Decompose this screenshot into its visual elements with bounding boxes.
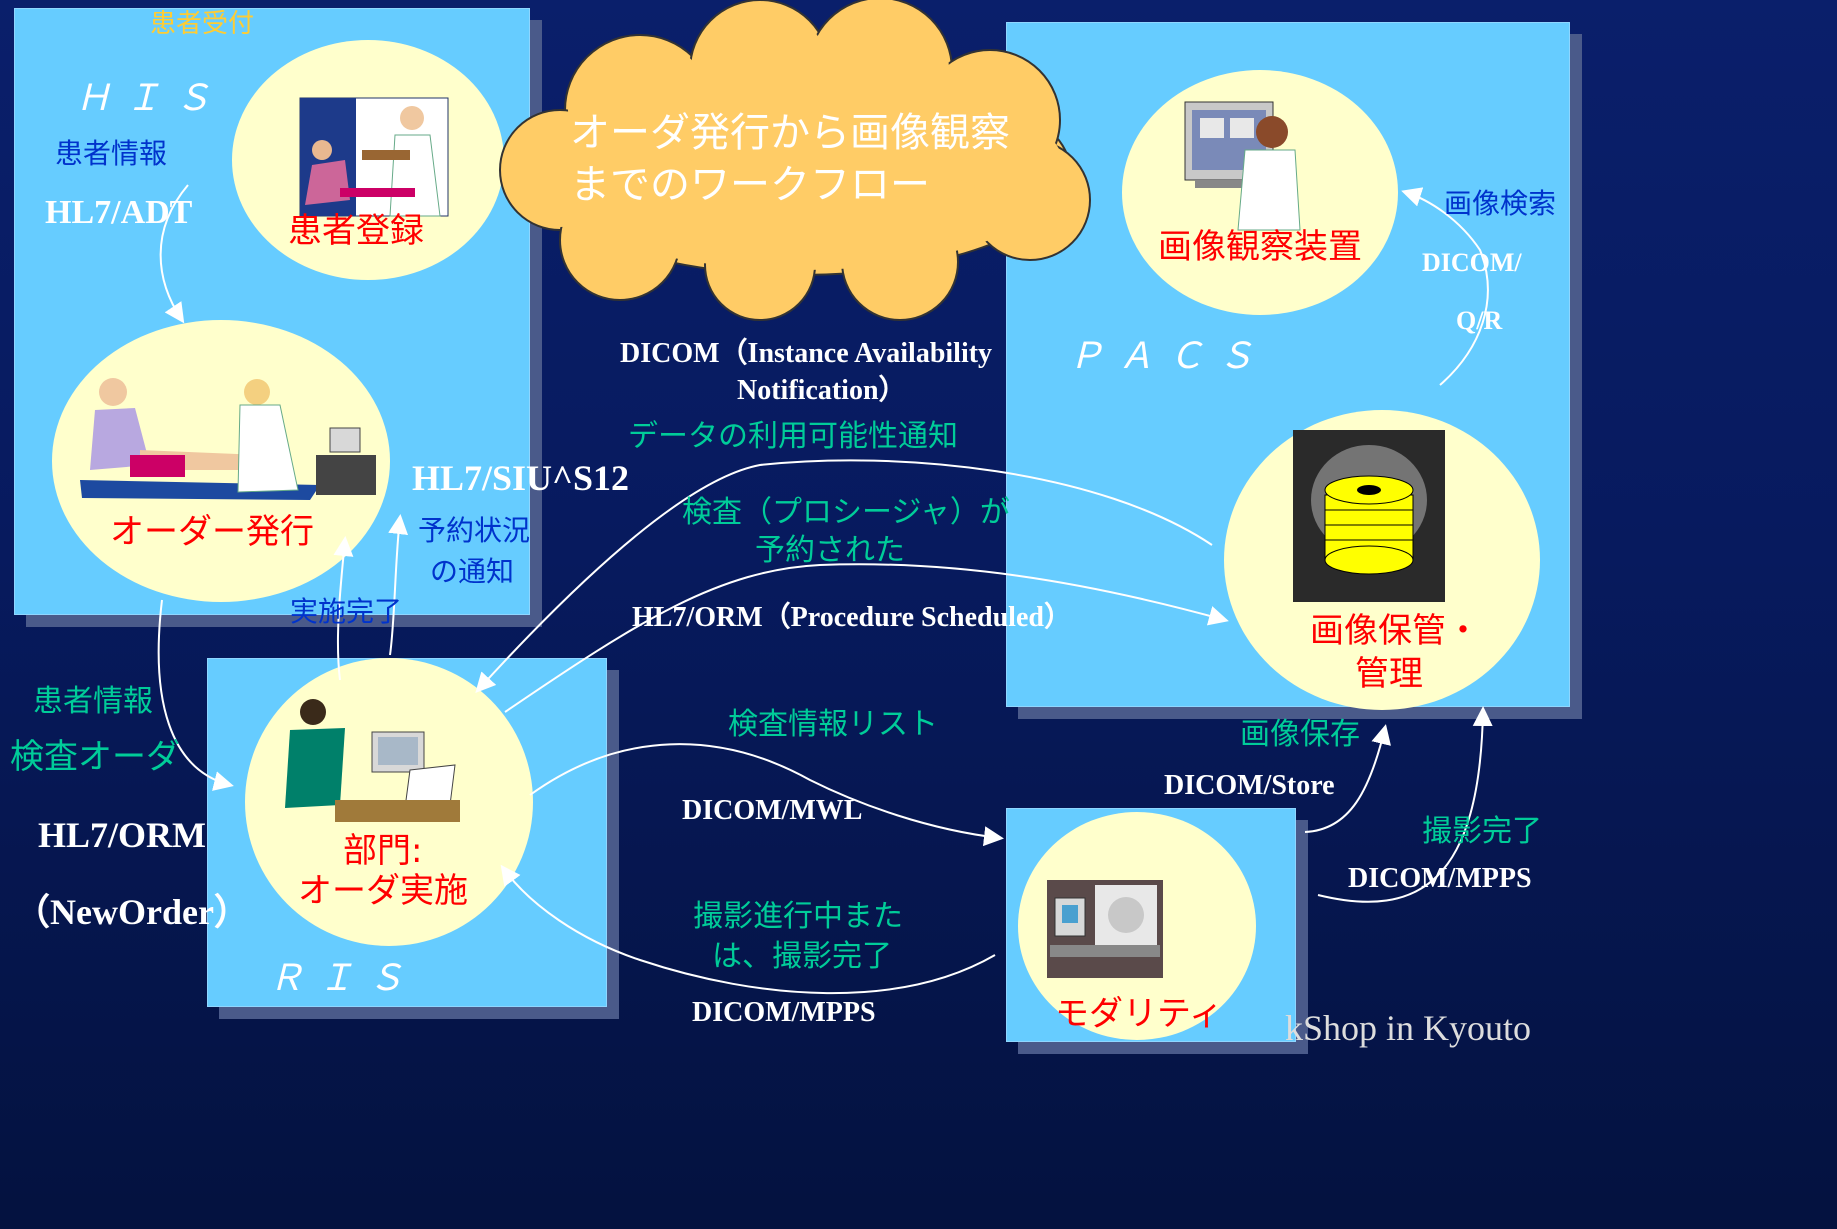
mpps-pacs-label: 撮影完了 xyxy=(1422,814,1542,849)
footer-text: kShop in Kyouto xyxy=(1285,1008,1532,1048)
qr-label: 画像検索 xyxy=(1444,187,1557,220)
order-to-ris-line1: 患者情報 xyxy=(33,684,153,719)
ris-notice-line1: 予約状況 xyxy=(418,514,531,547)
node-order-issue xyxy=(52,320,390,602)
ris-notice-proto: HL7/SIU^S12 xyxy=(412,458,629,498)
label-archive-1: 画像保管・ xyxy=(1310,611,1480,651)
store-label: 画像保存 xyxy=(1240,717,1360,752)
ian-proto-1: DICOM（Instance Availability xyxy=(620,338,993,369)
ris-label: ＲＩＳ xyxy=(268,958,419,999)
scheduled-line2: 予約された xyxy=(755,533,905,568)
mwl-label: 検査情報リスト xyxy=(728,707,938,742)
node-viewer xyxy=(1122,70,1398,315)
label-patient-registration: 患者登録 xyxy=(288,211,424,251)
qr-proto-2: Q/R xyxy=(1456,306,1503,335)
order-to-ris-proto2: （NewOrder） xyxy=(14,892,250,932)
qr-proto-1: DICOM/ xyxy=(1422,248,1522,277)
title-line-1: オーダ発行から画像観察 xyxy=(570,110,1010,156)
done-label: 実施完了 xyxy=(290,595,403,628)
store-proto: DICOM/Store xyxy=(1164,770,1335,801)
ian-label: データの利用可能性通知 xyxy=(628,419,958,454)
his-header: 患者受付 xyxy=(150,9,255,39)
label-viewer: 画像観察装置 xyxy=(1158,227,1362,267)
mpps-ris-line2: は、撮影完了 xyxy=(712,939,892,974)
his-label: ＨＩＳ xyxy=(75,78,226,119)
label-department-1: 部門: xyxy=(343,831,423,871)
mpps-pacs-proto: DICOM/MPPS xyxy=(1348,863,1532,894)
mpps-ris-line1: 撮影進行中また xyxy=(693,899,903,934)
label-order-issue: オーダー発行 xyxy=(110,512,314,552)
his-patient-info: 患者情報 xyxy=(55,137,168,170)
label-modality: モダリティ xyxy=(1055,994,1223,1034)
label-department-2: オーダ実施 xyxy=(298,871,468,911)
label-archive-2: 管理 xyxy=(1355,654,1423,694)
order-to-ris-proto1: HL7/ORM xyxy=(38,815,206,855)
pacs-label: ＰＡＣＳ xyxy=(1068,336,1269,377)
mpps-ris-proto: DICOM/MPPS xyxy=(692,997,876,1028)
mwl-proto: DICOM/MWL xyxy=(682,795,863,826)
ian-proto-2: Notification） xyxy=(737,375,907,406)
order-to-ris-line2: 検査オーダ xyxy=(10,737,180,777)
title-line-2: までのワークフロー xyxy=(570,162,930,208)
scheduled-proto: HL7/ORM（Procedure Scheduled） xyxy=(632,602,1072,633)
his-protocol: HL7/ADT xyxy=(45,194,193,231)
ris-notice-line2: の通知 xyxy=(430,555,515,588)
scheduled-line1: 検査（プロシージャ）が xyxy=(682,495,1010,530)
